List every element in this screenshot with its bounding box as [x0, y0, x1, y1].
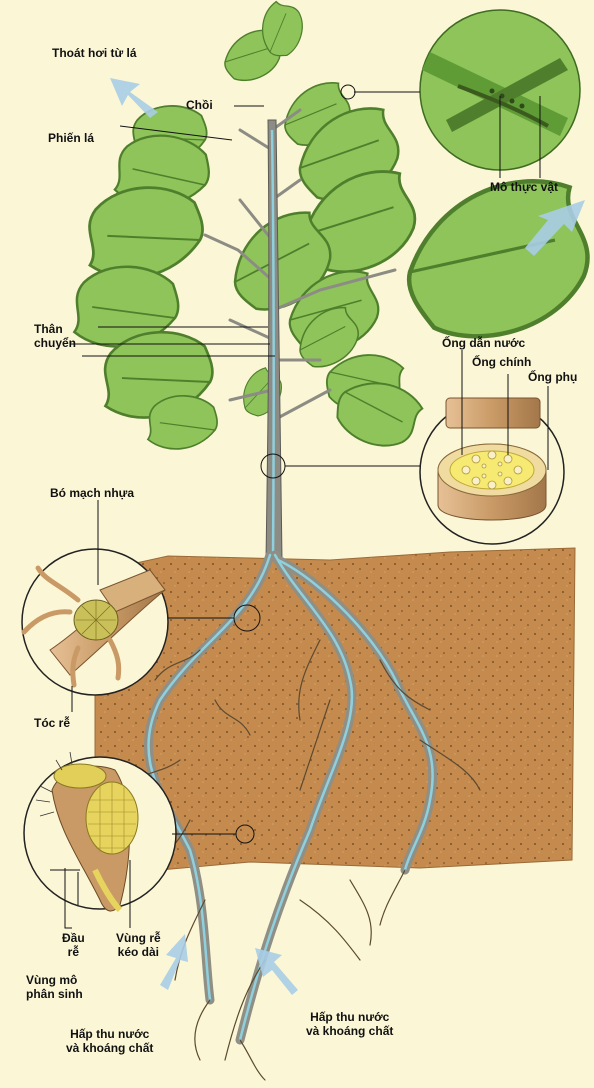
label-absorb-left: Hấp thu nước và khoáng chất	[66, 1027, 153, 1055]
label-transport-stem: Thân chuyển	[34, 322, 76, 350]
label-leaf-blade: Phiến lá	[48, 131, 94, 145]
label-transpiration: Thoát hơi từ lá	[52, 46, 137, 60]
label-meristem-zone: Vùng mô phân sinh	[26, 973, 83, 1001]
label-plant-tissue: Mô thực vật	[490, 180, 558, 194]
label-root-tip: Đầu rễ	[62, 931, 85, 959]
label-sub-tube: Ống phụ	[528, 370, 577, 384]
label-bud: Chồi	[186, 98, 213, 112]
label-elongation-zone: Vùng rễ kéo dài	[116, 931, 161, 959]
label-vascular-bundle: Bó mạch nhựa	[50, 486, 134, 500]
label-root-hair: Tóc rễ	[34, 716, 70, 730]
label-xylem: Ống dẫn nước	[442, 336, 525, 350]
label-absorb-right: Hấp thu nước và khoáng chất	[306, 1010, 393, 1038]
label-main-tube: Ống chính	[472, 355, 531, 369]
